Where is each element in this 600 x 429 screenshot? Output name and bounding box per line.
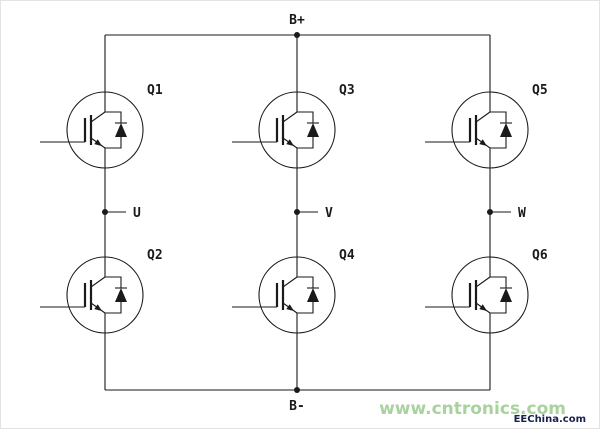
phase-label-w: W [518,206,526,221]
phase-label-v: V [325,206,333,221]
transistor-label-q4: Q4 [339,248,355,263]
igbt-q6 [423,255,530,335]
phase-leg-v-wires [296,35,318,390]
watermark-brand: EEChina.com [514,414,586,425]
igbt-q2 [38,255,145,335]
transistor-label-q3: Q3 [339,83,355,98]
rail-negative-label: B- [289,399,305,414]
transistor-label-q1: Q1 [147,83,163,98]
igbt-q1 [38,90,145,170]
igbt-q5 [423,90,530,170]
transistor-label-q2: Q2 [147,248,163,263]
transistor-label-q5: Q5 [532,83,548,98]
watermark-site: www.cntronics.com [379,399,566,419]
rail-positive-label: B+ [289,13,305,28]
phase-label-u: U [133,206,141,221]
igbt-q4 [230,255,337,335]
transistor-label-q6: Q6 [532,248,548,263]
phase-leg-w-wires [489,35,511,390]
phase-leg-u-wires [104,35,126,390]
junction-dots [102,32,493,393]
igbt-q3 [230,90,337,170]
